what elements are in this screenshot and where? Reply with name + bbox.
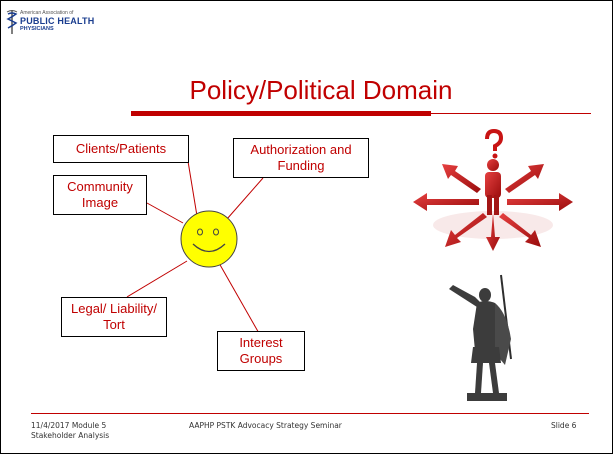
footer-subtitle-line: Stakeholder Analysis	[31, 431, 110, 440]
box-authorization-funding: Authorization and Funding	[233, 138, 369, 178]
box-interest-groups: Interest Groups	[217, 331, 305, 371]
footer-slide-number: Slide 6	[551, 421, 577, 430]
footer-date-line: 11/4/2017 Module 5	[31, 421, 107, 430]
aaphp-logo: American Association of PUBLIC HEALTH PH…	[6, 9, 94, 35]
logo-line-2: PUBLIC HEALTH	[20, 16, 95, 26]
box-legal-liability: Legal/ Liability/ Tort	[61, 297, 167, 337]
logo-line-1: American Association of	[20, 10, 74, 16]
statue-image	[449, 274, 512, 401]
box-community-image: Community Image	[53, 175, 147, 215]
footer-seminar: AAPHP PSTK Advocacy Strategy Seminar	[189, 421, 342, 430]
title-underline-bar	[131, 111, 431, 116]
line-authorization	[226, 177, 264, 220]
title-underline-rule	[431, 113, 591, 114]
line-legal	[126, 260, 188, 298]
caduceus-icon	[6, 10, 18, 34]
footer-date-module: 11/4/2017 Module 5 Stakeholder Analysis	[31, 421, 109, 441]
box-clients-patients: Clients/Patients	[53, 135, 189, 163]
smiley-face-icon	[180, 210, 238, 268]
logo-line-3: PHYSICIANS	[20, 26, 54, 32]
question-person-arrows-image	[413, 129, 573, 251]
line-interest	[218, 262, 261, 336]
footer-rule	[31, 413, 589, 414]
line-community	[146, 202, 184, 224]
slide-title: Policy/Political Domain	[189, 75, 453, 105]
